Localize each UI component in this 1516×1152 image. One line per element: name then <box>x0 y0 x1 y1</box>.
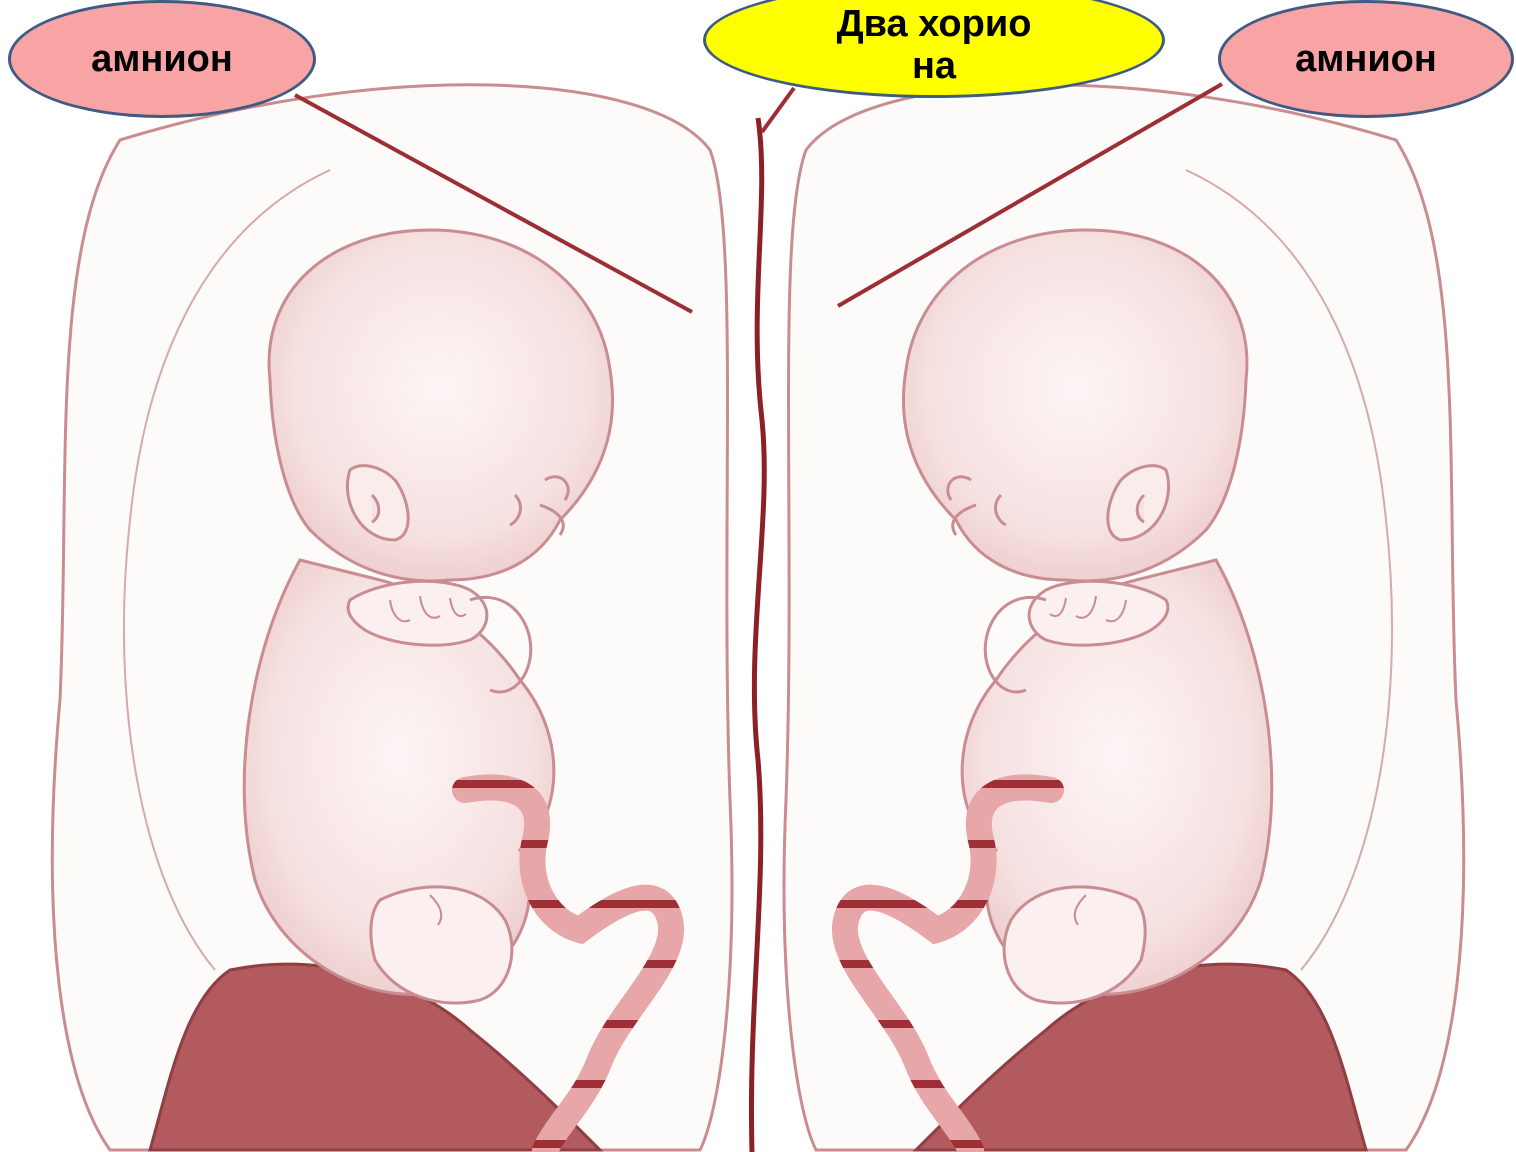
left-embryo <box>52 85 732 1150</box>
chorion-label-text: Два хориона <box>834 0 1034 87</box>
chorion-septum <box>751 118 764 1152</box>
amnion-label-right: амнион <box>1218 0 1514 118</box>
amnion-label-left: амнион <box>8 0 316 118</box>
right-embryo <box>784 85 1464 1150</box>
amnion-label-left-text: амнион <box>70 38 255 80</box>
amnion-label-right-text: амнион <box>1274 38 1459 80</box>
chorion-leader <box>762 88 794 132</box>
